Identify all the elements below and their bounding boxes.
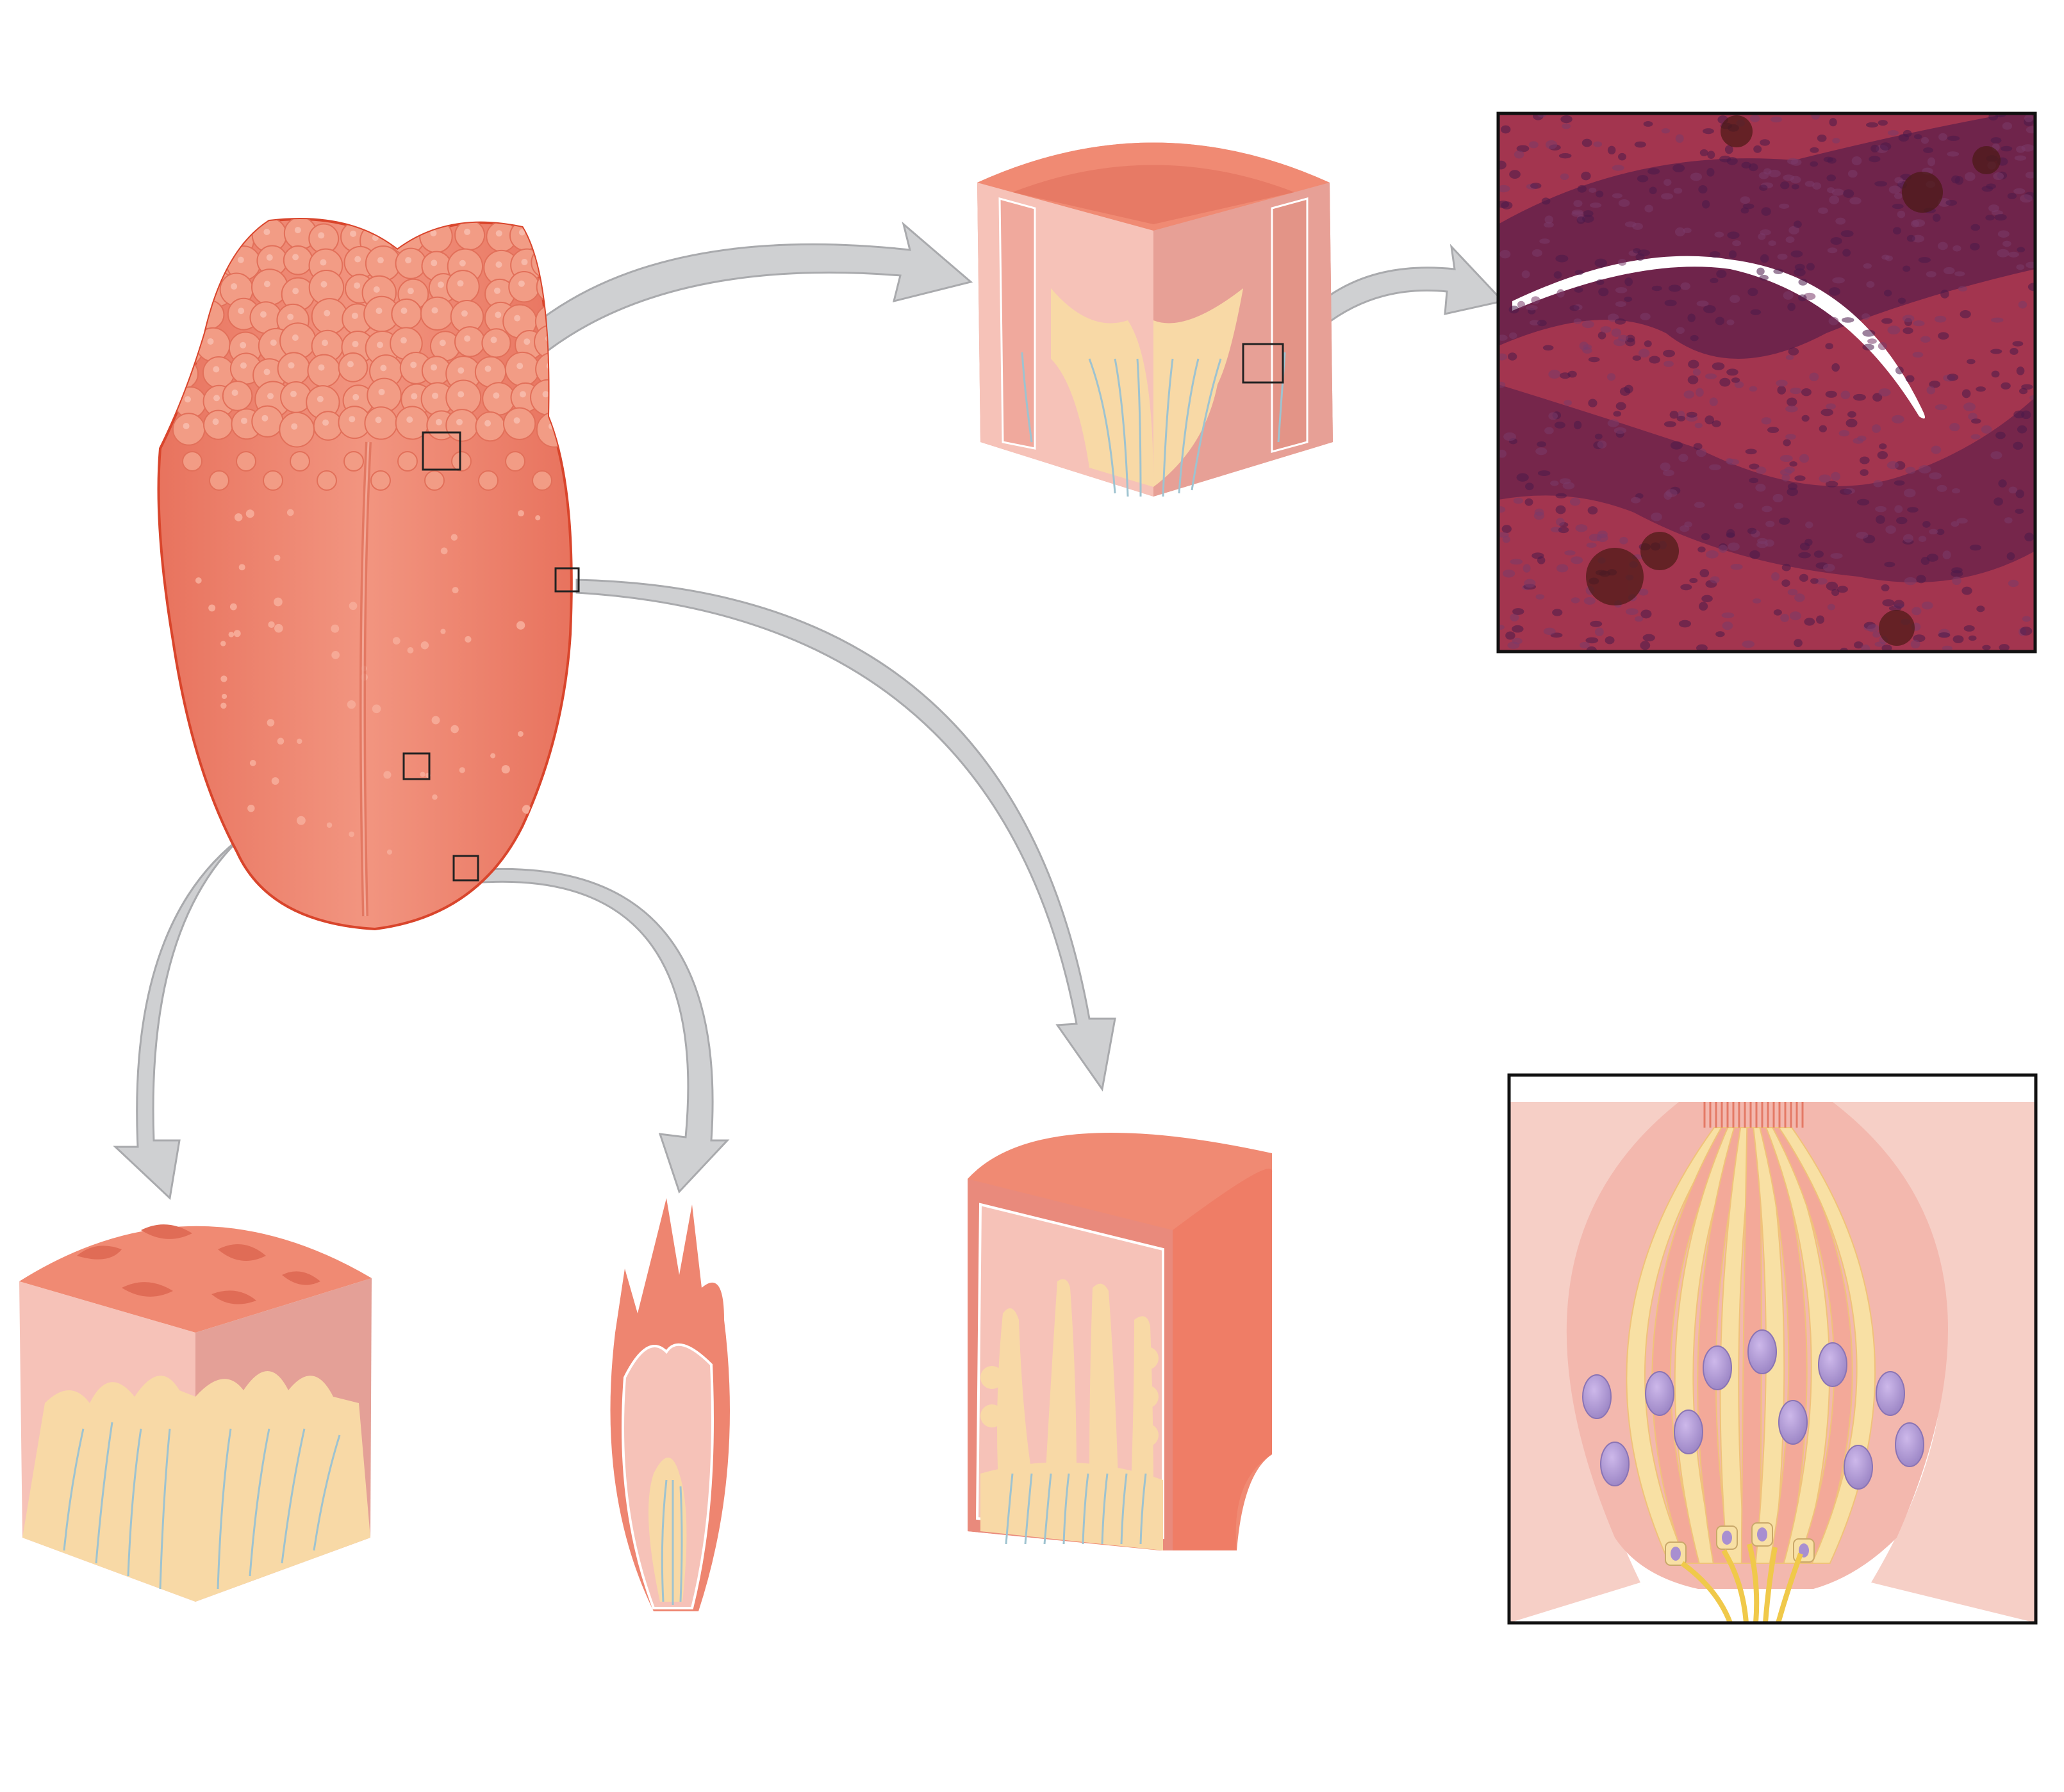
arrow-to-foliate bbox=[575, 579, 1116, 1092]
circumvallate-papilla-block bbox=[977, 142, 1333, 497]
taste-cells bbox=[1582, 1102, 1924, 1566]
taste-bud-micrograph bbox=[1496, 111, 2037, 654]
taste-bud-schematic bbox=[1507, 1073, 2038, 1625]
arrow-to-filiform bbox=[473, 867, 730, 1194]
tongue-illustration bbox=[157, 218, 580, 931]
callout-fungiform bbox=[402, 752, 431, 780]
filiform-papilla bbox=[610, 1198, 730, 1611]
fungiform-papilla-block bbox=[19, 1224, 372, 1602]
callout-foliate bbox=[554, 567, 580, 593]
micrograph-cells bbox=[1498, 113, 2035, 652]
foliate-papilla-block bbox=[968, 1133, 1273, 1550]
callout-circumvallate bbox=[422, 431, 461, 471]
callout-filiform bbox=[452, 855, 479, 882]
callout-circumvallate-tastebud bbox=[1242, 343, 1284, 384]
